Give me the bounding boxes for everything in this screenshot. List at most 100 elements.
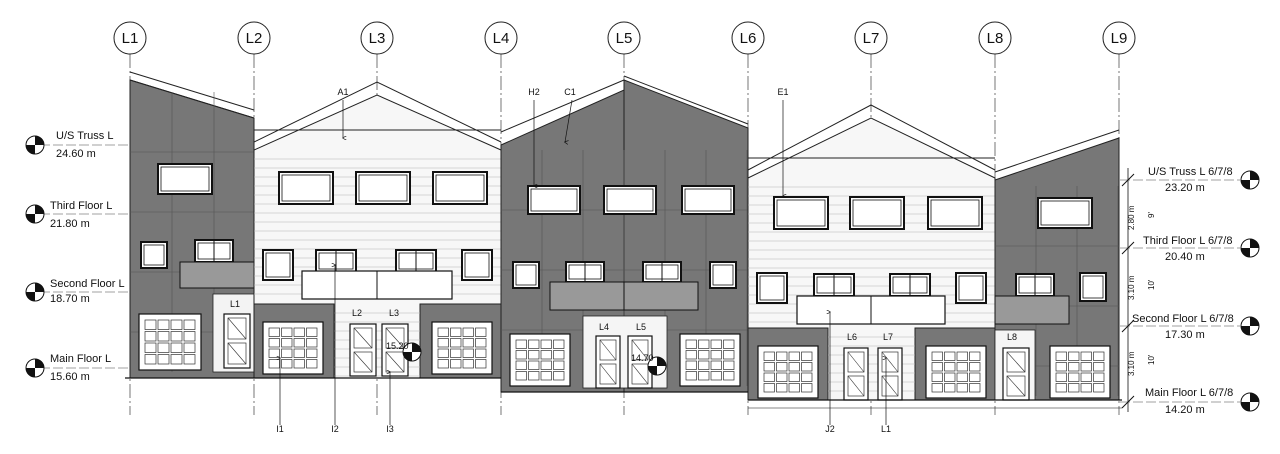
garage-panel: [1080, 383, 1092, 393]
garage-panel: [170, 331, 183, 342]
balcony: [994, 295, 1070, 325]
target-quadrant: [35, 136, 44, 145]
level-target-icon: [25, 135, 45, 155]
bottom-tag: J2: [825, 424, 835, 434]
door-brace: [881, 375, 899, 397]
garage-panel: [763, 351, 775, 361]
grid-label-l3: L3: [369, 30, 386, 47]
garage-panel: [1068, 362, 1080, 372]
door-panel: [1006, 351, 1026, 373]
grid-bubble: [360, 21, 394, 55]
dimension-metric: 3.10 m: [1127, 275, 1136, 300]
target-quadrant: [35, 283, 44, 292]
garage-panel: [931, 372, 943, 382]
target-quadrant: [26, 292, 35, 301]
garage-panel: [475, 338, 487, 348]
target-quadrant: [657, 357, 666, 366]
window: [355, 171, 411, 205]
door-brace: [385, 327, 405, 349]
roof-line: [500, 79, 625, 133]
garage-panel: [1068, 351, 1080, 361]
garage-panel: [170, 319, 183, 330]
door-panel: [599, 339, 617, 361]
grid-bubble: [731, 21, 765, 55]
target-quadrant: [35, 359, 44, 368]
target-quadrant: [1250, 171, 1259, 180]
target-quadrant: [26, 214, 35, 223]
door-panel: [847, 351, 865, 373]
garage-panel: [157, 331, 170, 342]
window-frame: [530, 188, 578, 212]
grid-bubble: [484, 21, 518, 55]
garage-panel: [183, 354, 196, 365]
level-target-icon: [1240, 316, 1260, 336]
garage-panel: [157, 342, 170, 353]
roof-line: [994, 129, 1120, 173]
target-quadrant: [35, 205, 44, 214]
garage-panel: [183, 342, 196, 353]
window: [512, 261, 540, 289]
material-tags: A1 H2 C1 E1: [337, 87, 788, 97]
level-target-icon: [1240, 392, 1260, 412]
garage-panel: [698, 371, 710, 381]
garage-panel: [281, 327, 293, 337]
garage-panel: [437, 348, 449, 358]
garage-panel: [157, 319, 170, 330]
garage-panel: [1055, 383, 1067, 393]
door-brace: [599, 339, 617, 361]
garage-panel: [528, 371, 540, 381]
garage-panel: [763, 362, 775, 372]
garage-panel: [528, 360, 540, 370]
garage-panel: [1093, 351, 1105, 361]
level-elevation-left: 15.60 m: [50, 371, 90, 383]
window-frame: [958, 275, 984, 301]
garage-panel: [710, 339, 722, 349]
garage-panel: [801, 362, 813, 372]
roof-line: [623, 75, 749, 125]
leader-arrow: [565, 99, 573, 142]
door-brace: [353, 327, 373, 349]
level-elevation-right: 14.20 m: [1165, 404, 1205, 416]
door-brace: [227, 317, 247, 340]
entry-door: [877, 347, 903, 401]
door-panel: [881, 375, 899, 397]
dimension-imperial: 9': [1147, 212, 1156, 218]
spot-elevations: 15.20 14.70: [386, 341, 654, 363]
window: [461, 249, 493, 281]
door-panel: [1006, 375, 1026, 397]
garage-panel: [710, 360, 722, 370]
dimension-imperial: 10': [1147, 354, 1156, 365]
door-tags: L1 L2 L3 L4 L5 L6 L7 L8: [230, 299, 1017, 342]
bottom-tag: I3: [386, 424, 394, 434]
window-frame: [143, 244, 165, 266]
garage-panel: [183, 319, 196, 330]
garage-panel: [553, 371, 565, 381]
garage-panel: [969, 362, 981, 372]
material-tag: E1: [777, 87, 788, 97]
door-tag: L8: [1007, 332, 1017, 342]
door-brace: [847, 375, 865, 397]
annotations: [25, 99, 1260, 425]
door-tag: L7: [883, 332, 893, 342]
level-target-icon: [1240, 238, 1260, 258]
window: [773, 196, 829, 230]
level-elevation-right: 23.20 m: [1165, 182, 1205, 194]
garage-panel: [437, 327, 449, 337]
grid-bubble: [854, 21, 888, 55]
garage-panel: [293, 338, 305, 348]
door-tag: L6: [847, 332, 857, 342]
window-frame: [712, 264, 734, 286]
garage-panel: [553, 339, 565, 349]
dimension-imperial: 10': [1147, 279, 1156, 290]
garage-panel: [528, 350, 540, 360]
garage-panel: [801, 351, 813, 361]
level-elevation-left: 18.70 m: [50, 293, 90, 305]
target-quadrant: [1241, 326, 1250, 335]
garage-panel: [1055, 351, 1067, 361]
garage-panel: [1093, 372, 1105, 382]
grid-bubble: [113, 21, 147, 55]
garage-panel: [685, 350, 697, 360]
garage-panel: [553, 360, 565, 370]
garage-panel: [293, 327, 305, 337]
target-quadrant: [1250, 393, 1259, 402]
